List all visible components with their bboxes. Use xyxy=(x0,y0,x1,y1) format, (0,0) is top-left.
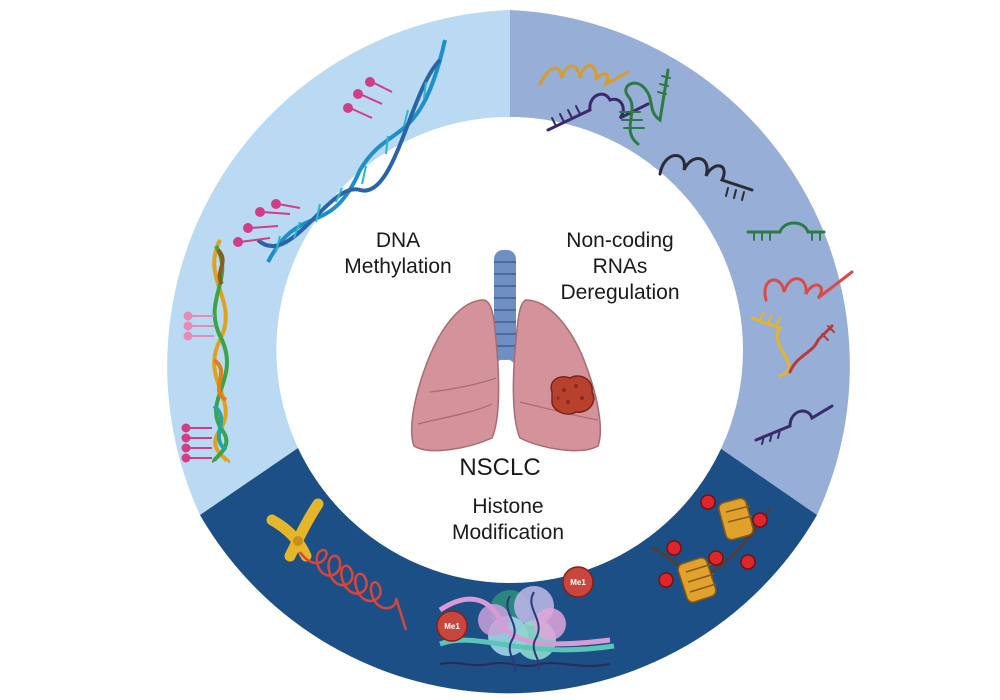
histone-mark-me1-left: Me1 xyxy=(436,610,468,642)
left-lung xyxy=(410,299,500,452)
label-histone-line1: Histone xyxy=(472,495,544,518)
label-dna-methylation: DNA Methylation xyxy=(318,228,478,280)
chromatin-coil-icon xyxy=(298,548,408,631)
label-noncoding-rnas: Non-coding RNAs Deregulation xyxy=(540,228,700,306)
label-noncoding-line2: RNAs xyxy=(592,255,648,278)
label-dna-methylation-line2: Methylation xyxy=(344,255,452,278)
lungs-icon xyxy=(410,250,602,452)
methyl-marks-lower-icon xyxy=(181,311,214,463)
label-histone-line2: Modification xyxy=(451,521,565,544)
label-dna-methylation-line1: DNA xyxy=(375,229,421,252)
center-label: NSCLC xyxy=(420,454,580,482)
center-label-text: NSCLC xyxy=(459,454,541,481)
rna-hairpins-icon xyxy=(538,64,854,445)
histone-mark-me1-right: Me1 xyxy=(562,566,594,598)
label-noncoding-line1: Non-coding xyxy=(566,229,674,252)
histone-mark-me1-right-label: Me1 xyxy=(570,578,586,587)
chromosome-icon xyxy=(266,498,324,562)
nucleosome-cluster-icon xyxy=(438,586,615,673)
label-histone-modification: Histone Modification xyxy=(418,494,598,546)
dna-helix-blue-icon xyxy=(256,39,447,263)
segment-histone-modification xyxy=(200,448,817,694)
acetylated-nucleosomes-icon xyxy=(651,494,772,603)
tumor-icon xyxy=(550,375,595,415)
label-noncoding-line3: Deregulation xyxy=(560,281,680,304)
methyl-marks-upper-icon xyxy=(233,77,393,247)
histone-mark-me1-left-label: Me1 xyxy=(444,622,460,631)
segment-noncoding-rna xyxy=(510,10,850,515)
segment-dna-methylation xyxy=(167,10,510,515)
dna-helix-rainbow-icon xyxy=(211,239,231,464)
